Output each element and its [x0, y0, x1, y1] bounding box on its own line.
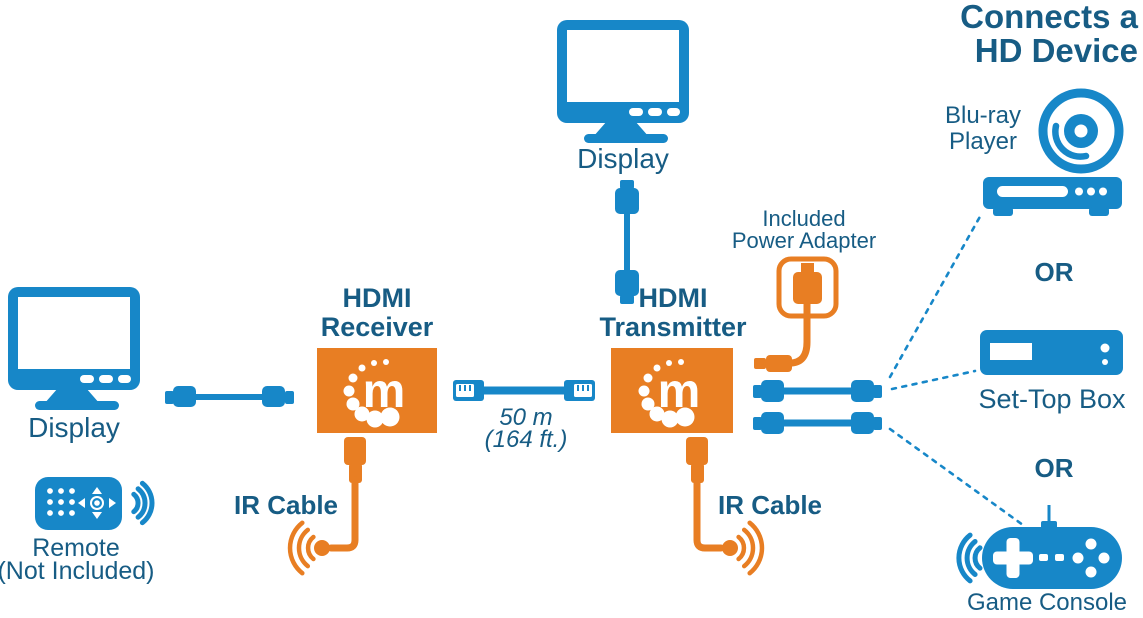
- receiver-label-line2: Receiver: [321, 312, 434, 342]
- transmitter-label-line1: HDMI: [639, 283, 708, 313]
- ir-cable-right-label: IR Cable: [718, 490, 822, 520]
- ir-waves-icon-receiver: [287, 520, 316, 576]
- bluray-label-line2: Player: [949, 128, 1017, 155]
- display-icon-top: [557, 20, 689, 143]
- manhattan-logo-transmitter: m: [638, 359, 701, 428]
- power-adapter-label-line2: Power Adapter: [732, 228, 876, 253]
- remote-dpad: [78, 487, 116, 519]
- bluray-player-icon: [983, 177, 1122, 216]
- bluray-label-line1: Blu-ray: [945, 102, 1021, 129]
- hdmi-output-cable-1: [753, 380, 882, 402]
- remote-icon: [35, 477, 122, 530]
- remote-label: Remote: [32, 534, 120, 562]
- remote-note: (Not Included): [0, 557, 155, 585]
- game-console-label: Game Console: [967, 589, 1127, 616]
- receiver-box: m: [317, 348, 437, 433]
- remote-waves-icon: [131, 480, 155, 526]
- power-adapter-icon: [754, 256, 839, 372]
- hdmi-output-cable-2: [753, 412, 882, 434]
- remote-buttons: [47, 488, 75, 516]
- gamepad-icon: [982, 505, 1122, 589]
- or-label-2: OR: [1035, 453, 1074, 483]
- transmitter-label-line2: Transmitter: [599, 312, 747, 342]
- page-title-line2: HD Device: [975, 32, 1138, 69]
- dashed-line-bluray: [888, 211, 984, 379]
- ir-cable-icon-receiver: [287, 437, 366, 576]
- page-title-line1: Connects a: [960, 0, 1139, 35]
- settop-box-label: Set-Top Box: [978, 384, 1126, 414]
- ir-waves-icon-transmitter: [736, 520, 765, 576]
- cable-length-meters: 50 m: [499, 404, 552, 431]
- manhattan-logo-receiver: m: [343, 359, 406, 428]
- or-label-1: OR: [1035, 257, 1074, 287]
- ethernet-cable-icon: [453, 380, 595, 401]
- gamepad-waves-icon: [956, 532, 983, 584]
- manhattan-logo-letter: m: [658, 365, 701, 418]
- transmitter-box: m: [611, 348, 733, 433]
- dashed-line-game: [888, 427, 1025, 527]
- display-icon-left: [8, 287, 140, 410]
- hdmi-cable-icon-top: [615, 180, 639, 304]
- bluray-disc-icon: [1038, 88, 1124, 174]
- cable-length-feet: (164 ft.): [485, 426, 568, 453]
- receiver-label-line1: HDMI: [343, 283, 412, 313]
- ir-cable-icon-transmitter: [686, 437, 765, 576]
- display-top-label: Display: [577, 143, 669, 174]
- hdmi-cable-icon-left: [165, 386, 294, 407]
- settop-box-icon: [980, 330, 1123, 375]
- ir-cable-left-label: IR Cable: [234, 490, 338, 520]
- display-left-label: Display: [28, 412, 120, 443]
- power-adapter-label-line1: Included: [762, 206, 845, 231]
- dashed-line-settop: [890, 369, 977, 391]
- manhattan-logo-letter: m: [363, 365, 406, 418]
